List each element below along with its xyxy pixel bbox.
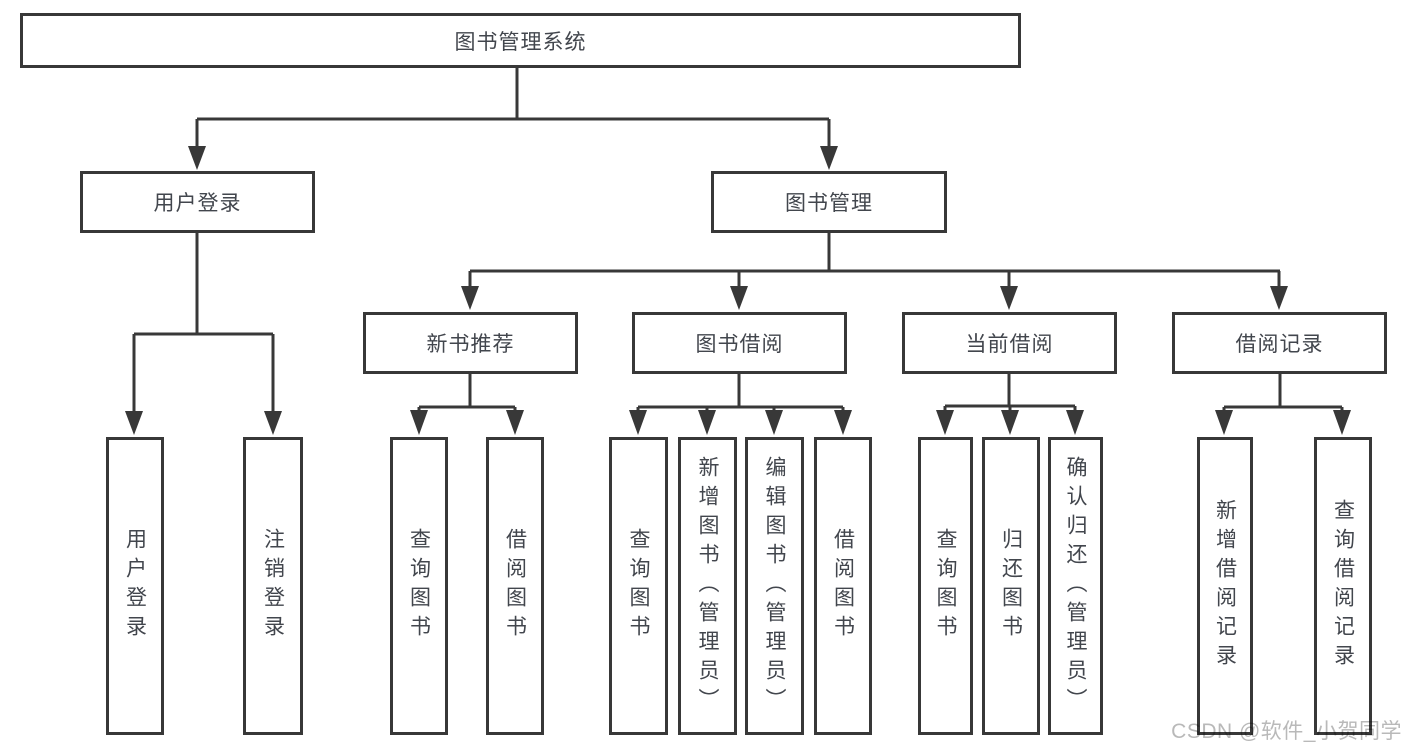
- leaf-user-login: 用户登录: [106, 437, 164, 735]
- node-label: 图书管理: [785, 192, 873, 215]
- leaf-label: 借阅图书: [831, 528, 855, 644]
- leaf-label: 归还图书: [999, 528, 1023, 644]
- leaf-label: 新增借阅记录: [1213, 499, 1237, 673]
- leaf-label: 查询图书: [627, 528, 650, 644]
- node-book-management: 图书管理: [711, 171, 947, 233]
- leaf-borrow-books: 借阅图书: [814, 437, 872, 735]
- leaf-logout: 注销登录: [243, 437, 303, 735]
- node-system-root: 图书管理系统: [20, 13, 1021, 68]
- connector-book-borrow-to-leaves: [629, 374, 852, 435]
- csdn-watermark: CSDN @软件_小贺同学: [1171, 720, 1402, 743]
- node-book-borrow: 图书借阅: [632, 312, 847, 374]
- connector-root-to-level2: [188, 68, 838, 170]
- leaf-label: 确认归还（管理员）: [1064, 455, 1087, 717]
- leaf-add-borrow-record: 新增借阅记录: [1197, 437, 1253, 735]
- leaf-query-books: 查询图书: [390, 437, 448, 735]
- node-label: 用户登录: [153, 192, 242, 215]
- node-label: 当前借阅: [965, 333, 1054, 356]
- node-label: 图书借阅: [695, 333, 784, 356]
- node-borrow-record: 借阅记录: [1172, 312, 1387, 374]
- leaf-query-books: 查询图书: [918, 437, 973, 735]
- leaf-query-borrow-record: 查询借阅记录: [1314, 437, 1372, 735]
- connector-borrow-record-to-leaves: [1215, 374, 1351, 435]
- node-current-borrow: 当前借阅: [902, 312, 1117, 374]
- leaf-return-books: 归还图书: [982, 437, 1040, 735]
- leaf-edit-books-admin: 编辑图书（管理员）: [745, 437, 804, 735]
- node-label: 借阅记录: [1235, 333, 1324, 356]
- leaf-label: 注销登录: [261, 528, 285, 644]
- connector-new-book-to-leaves: [410, 374, 524, 435]
- leaf-label: 编辑图书（管理员）: [763, 455, 786, 717]
- leaf-label: 查询图书: [407, 528, 431, 644]
- leaf-label: 查询借阅记录: [1331, 499, 1355, 673]
- leaf-add-books-admin: 新增图书（管理员）: [678, 437, 737, 735]
- leaf-label: 查询图书: [934, 528, 957, 644]
- leaf-label: 借阅图书: [503, 528, 527, 644]
- node-user-login: 用户登录: [80, 171, 315, 233]
- connector-book-mgmt-to-level3: [461, 233, 1288, 310]
- leaf-label: 新增图书（管理员）: [696, 455, 719, 717]
- connector-current-borrow-to-leaves: [936, 374, 1084, 435]
- connector-user-login-to-leaves: [125, 233, 282, 435]
- leaf-confirm-return-admin: 确认归还（管理员）: [1048, 437, 1103, 735]
- leaf-label: 用户登录: [123, 528, 147, 644]
- node-label: 图书管理系统: [454, 30, 587, 54]
- leaf-query-books: 查询图书: [609, 437, 668, 735]
- node-label: 新书推荐: [426, 333, 515, 356]
- node-new-book-recommend: 新书推荐: [363, 312, 578, 374]
- leaf-borrow-books: 借阅图书: [486, 437, 544, 735]
